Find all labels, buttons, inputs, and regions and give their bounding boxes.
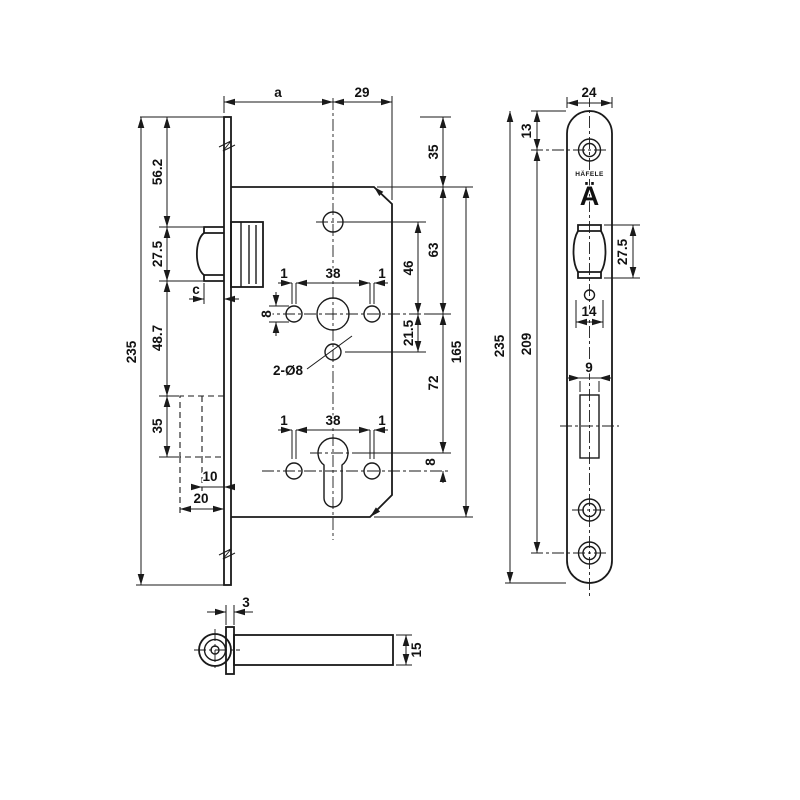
dim-24: 24 [581, 85, 597, 100]
latch-front-bottom-lip [577, 271, 602, 279]
dim-14: 14 [581, 304, 597, 319]
small-hole-lower-left [285, 462, 303, 480]
follower-hole [316, 297, 350, 331]
dim-35-left: 35 [150, 418, 165, 434]
callout-2xd8: 2-Ø8 [273, 363, 304, 378]
dim-235-front: 235 [492, 334, 507, 357]
dim-c: c [192, 282, 200, 297]
latch-bolt-face [195, 232, 205, 276]
dim-63: 63 [426, 242, 441, 258]
dim-38-bottom: 38 [325, 413, 341, 428]
break-mark-top [218, 140, 236, 152]
faceplate-edge [225, 626, 235, 675]
bottom-view: 3 15 [194, 594, 426, 675]
center-hole [324, 343, 342, 361]
chamfer-arrow-top [374, 187, 384, 196]
euro-cylinder-hole [317, 437, 349, 508]
dim-38-top: 38 [325, 266, 341, 281]
small-hole-lower-right [363, 462, 381, 480]
dim-1-top-right: 1 [378, 266, 386, 281]
small-hole-upper-right [363, 305, 381, 323]
dim-9: 9 [585, 360, 593, 375]
dim-15: 15 [409, 642, 424, 658]
deadbolt-slot [579, 394, 600, 459]
dim-209: 209 [519, 333, 534, 356]
dim-27-5-side: 27.5 [150, 240, 165, 267]
dim-1-bottom-left: 1 [280, 413, 288, 428]
small-hole-upper-left [285, 305, 303, 323]
dim-27-5-front: 27.5 [615, 238, 630, 265]
latch-bolt-lips [203, 226, 224, 282]
lock-body-outline [231, 186, 393, 518]
front-view: HÄFELE Ä 24 13 209 235 27.5 14 [491, 84, 640, 597]
dim-35-top: 35 [426, 144, 441, 160]
dim-10: 10 [202, 469, 217, 484]
dim-21-5: 21.5 [401, 319, 416, 346]
dim-a: a [274, 85, 282, 100]
dim-1-bottom-right: 1 [378, 413, 386, 428]
dim-3: 3 [242, 595, 250, 610]
side-view: 2-Ø8 a 29 235 56.2 27.5 48.7 35 c [123, 84, 473, 586]
faceplate-side [223, 116, 232, 586]
break-mark-bottom [218, 548, 236, 560]
dim-29: 29 [354, 85, 369, 100]
dim-46: 46 [401, 260, 416, 276]
brand-name: HÄFELE [575, 170, 604, 178]
dim-20: 20 [193, 491, 208, 506]
dim-56-2: 56.2 [150, 159, 165, 185]
latch-bar [233, 634, 394, 666]
chamfer-arrow-bottom [370, 507, 381, 517]
deadbolt-hidden [179, 395, 224, 458]
dim-48-7: 48.7 [150, 325, 165, 351]
dim-8-centers: 8 [423, 458, 438, 466]
dim-72: 72 [426, 375, 441, 390]
top-fixing-hole [322, 211, 344, 233]
callout-leader [306, 335, 353, 370]
latch-guide-case [230, 221, 264, 288]
dim-165: 165 [449, 340, 464, 363]
dim-235: 235 [124, 340, 139, 363]
latch-front-barrel [572, 230, 607, 273]
dim-13: 13 [519, 123, 534, 139]
brand-mark-icon: Ä [580, 181, 600, 211]
dim-1-top-left: 1 [280, 266, 288, 281]
latch-pin-hole [583, 289, 596, 301]
dim-8-hole: 8 [259, 310, 274, 318]
